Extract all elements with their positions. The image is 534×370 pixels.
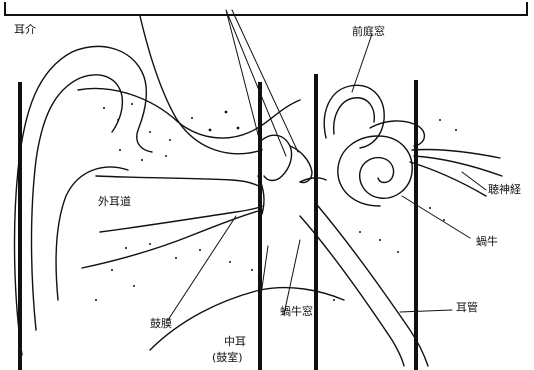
bone-lower: [82, 210, 262, 268]
canal-upper-wall: [96, 176, 262, 188]
bar-2: [258, 82, 262, 370]
concha-line: [56, 167, 128, 300]
auditory-nerve-2: [414, 156, 502, 176]
bar-3: [314, 74, 318, 370]
label-auditory-nerve: 聴神経: [488, 184, 521, 195]
auricle-outline: [15, 46, 152, 355]
label-eardrum: 鼓膜: [150, 318, 172, 329]
incus: [290, 146, 312, 183]
malleus: [262, 135, 292, 180]
bar-4: [414, 80, 418, 370]
semicircular-canal-2: [334, 98, 375, 134]
label-eustachian-tube: 耳管: [456, 302, 478, 313]
label-vestibular-window: 前庭窓: [352, 26, 385, 37]
label-cochlear-window: 蝸牛窓: [280, 306, 313, 317]
vertical-bars: [18, 74, 418, 370]
label-external-canal: 外耳道: [98, 196, 131, 207]
bar-1: [18, 82, 22, 370]
eustachian-tube-lower: [318, 206, 428, 366]
label-cochlea: 蝸牛: [476, 236, 498, 247]
temporal-bone-top: [140, 16, 262, 154]
label-middle-ear: 中耳: [224, 336, 246, 347]
stapes: [300, 178, 326, 182]
leader-lines: [168, 10, 486, 320]
bone-upper: [78, 88, 300, 138]
label-auricle: 耳介: [14, 24, 36, 35]
canal-lower-wall: [100, 206, 262, 232]
cochlea-spiral: [338, 136, 412, 206]
label-tympanic-cavity: (鼓室): [212, 352, 243, 363]
semicircular-canal-1: [324, 85, 384, 148]
